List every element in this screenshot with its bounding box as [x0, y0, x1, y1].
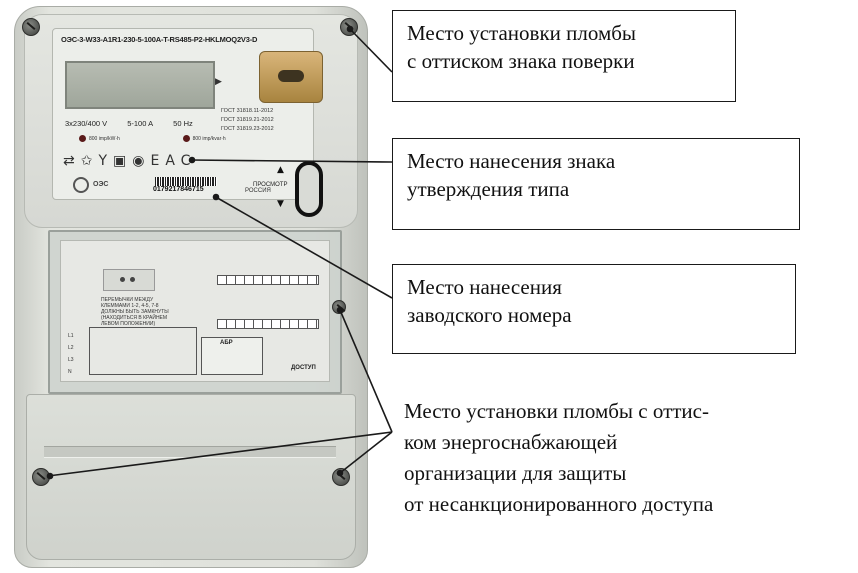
manufacturer-logo-text: ОЭС	[93, 181, 109, 188]
callout-text: организации для защиты	[404, 461, 627, 485]
abr-switch: АБР	[201, 337, 263, 375]
barcode	[155, 177, 217, 186]
gost-line: ГОСТ 31818.11-2012	[221, 108, 274, 114]
phase-label: N	[68, 369, 72, 375]
pulse-leds: 800 imp/kW·h 800 imp/kvar·h	[79, 135, 309, 147]
arrow-down-icon: ▼	[277, 199, 284, 209]
led-reactive-icon	[182, 135, 190, 142]
leader-line-supplier-seal-right	[339, 431, 393, 474]
lcd-display	[65, 61, 215, 109]
callout-seal-verification: Место установки пломбы с оттиском знака …	[392, 10, 736, 102]
callout-supplier-seal: Место установки пломбы с оттис- ком энер…	[404, 396, 844, 536]
terminal-row-top	[217, 275, 319, 285]
optical-port	[259, 51, 323, 103]
meter-faceplate: ОЭС-3-W33-A1R1-230-5-100A-T-RS485-P2-HKL…	[52, 28, 323, 217]
leader-dot	[336, 306, 344, 314]
leader-line-supplier-seal-left	[47, 431, 393, 477]
voltage-rating: 3x230/400 V	[65, 119, 108, 128]
rating-specs: 3x230/400 V 5-100 A 50 Hz	[65, 119, 211, 128]
terminal-cover: ПЕРЕМЫЧКИ МЕЖДУ КЛЕММАМИ 1-2, 4-5, 7-8 Д…	[48, 230, 342, 394]
model-number: ОЭС-3-W33-A1R1-230-5-100A-T-RS485-P2-HKL…	[61, 35, 258, 44]
electricity-meter: ОЭС-3-W33-A1R1-230-5-100A-T-RS485-P2-HKL…	[14, 6, 368, 568]
y-connection-icon: Y	[98, 153, 114, 169]
double-insulation-icon: ▣	[113, 153, 133, 169]
callout-text: с оттиском знака поверки	[407, 49, 635, 73]
callout-text: Место нанесения	[407, 275, 562, 299]
jumper-note-line: ДОЛЖНЫ БЫТЬ ЗАМКНУТЫ	[101, 309, 169, 315]
phase-label: L3	[68, 357, 74, 363]
jumper-note: ПЕРЕМЫЧКИ МЕЖДУ КЛЕММАМИ 1-2, 4-5, 7-8 Д…	[101, 297, 169, 327]
approval-mark-icon: ◉	[132, 153, 151, 169]
jumper-note-line: ПЕРЕМЫЧКИ МЕЖДУ	[101, 297, 154, 303]
gost-line: ГОСТ 31819.21-2012	[221, 117, 274, 123]
callout-text: Место установки пломбы с оттис-	[404, 399, 709, 423]
cover-window	[103, 269, 155, 291]
callout-type-approval: Место нанесения знака утверждения типа	[392, 138, 800, 230]
jumper-note-line: КЛЕММАМИ 1-2, 4-5, 7-8	[101, 303, 159, 309]
lcd-indicator-icon: ▶	[215, 77, 222, 87]
callout-text: ком энергоснабжающей	[404, 430, 618, 454]
jumper-note-line: ЛЕВОМ ПОЛОЖЕНИИ)	[101, 321, 156, 327]
leader-line-serial-number	[213, 195, 393, 299]
phase-label: L1	[68, 333, 74, 339]
screw-bottom-right-seal	[332, 468, 350, 486]
marking-symbols: ⇄✩Y▣◉EAC	[63, 153, 196, 169]
callout-text: от несанкционированного доступа	[404, 492, 714, 516]
arrow-up-icon: ▲	[277, 165, 284, 175]
phase-label: L2	[68, 345, 74, 351]
current-rating: 5-100 A	[127, 119, 154, 128]
manufacturer-logo-icon	[73, 177, 89, 193]
leader-dot	[46, 472, 54, 480]
gost-line: ГОСТ 31819.23-2012	[221, 126, 274, 132]
callout-serial-number: Место нанесения заводского номера	[392, 264, 796, 354]
leader-dot	[346, 25, 354, 33]
star-icon: ✩	[80, 153, 99, 169]
callout-text: утверждения типа	[407, 177, 570, 201]
jumper-note-line: (НАХОДИТЬСЯ В КРАЙНЕМ	[101, 315, 168, 321]
callout-text: Место нанесения знака	[407, 149, 616, 173]
phase-labels: L1 L2 L3 N	[68, 330, 74, 378]
wiring-diagram: L1 L2 L3 N	[68, 327, 197, 375]
abr-label: АБР	[220, 340, 233, 346]
terminal-cover-panel: ПЕРЕМЫЧКИ МЕЖДУ КЛЕММАМИ 1-2, 4-5, 7-8 Д…	[60, 240, 330, 382]
access-label: ДОСТУП	[291, 365, 316, 371]
arrows-icon: ⇄	[63, 153, 81, 169]
led-active-label: 800 imp/kW·h	[89, 135, 120, 142]
led-active-icon	[79, 135, 86, 142]
eac-mark-icon: EAC	[150, 153, 197, 169]
terminal-row-bottom	[217, 319, 319, 329]
meter-bottom-plate	[26, 394, 356, 560]
frequency-rating: 50 Hz	[173, 119, 193, 128]
gost-standards: ГОСТ 31818.11-2012 ГОСТ 31819.21-2012 ГО…	[221, 107, 274, 134]
view-button-label: ПРОСМОТР	[253, 182, 288, 188]
callout-text: заводского номера	[407, 303, 572, 327]
leader-dot	[336, 469, 344, 477]
led-reactive-label: 800 imp/kvar·h	[192, 135, 226, 142]
leader-line-supplier-seal-cover	[339, 309, 393, 433]
country-label: РОССИЯ	[245, 188, 271, 194]
leader-line-type-approval	[189, 159, 393, 163]
serial-number: 0179217846715	[153, 186, 204, 193]
scroll-button	[295, 161, 323, 217]
leader-line-seal-verification	[347, 26, 393, 73]
leader-dot	[188, 156, 196, 164]
callout-text: Место установки пломбы	[407, 21, 637, 45]
screw-top-left	[22, 18, 40, 36]
leader-dot	[212, 193, 220, 201]
